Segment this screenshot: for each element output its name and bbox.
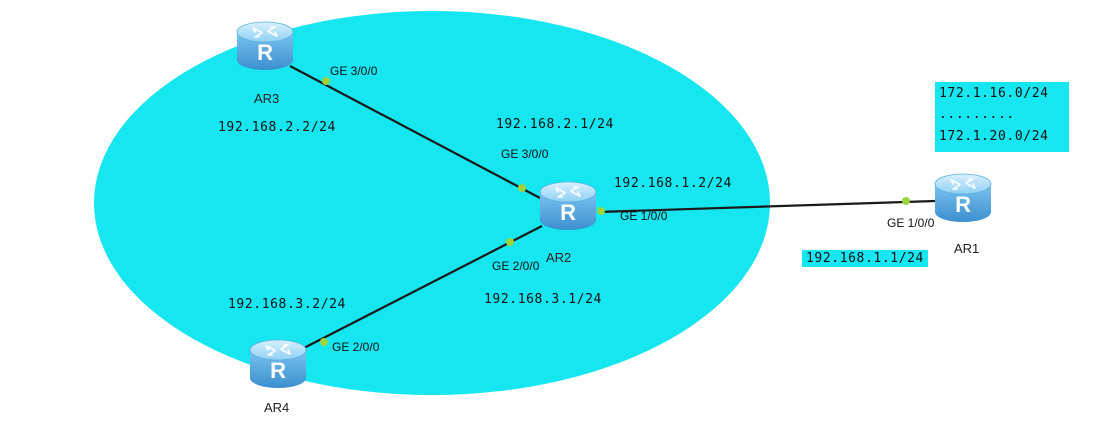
route-first: 172.1.16.0/24: [939, 86, 1049, 101]
port-dot-ar2-ge3: [518, 184, 526, 192]
router-ar1[interactable]: R: [934, 173, 992, 223]
ip-label-ar3: 192.168.2.2/24: [218, 120, 336, 135]
router-icon: R: [257, 40, 273, 65]
router-name-ar3: AR3: [254, 91, 280, 106]
router-ar2[interactable]: R: [539, 181, 597, 231]
router-name-ar4: AR4: [264, 400, 290, 415]
port-label-ar2-ge2: GE 2/0/0: [492, 259, 540, 273]
ip-label-ar2-to-ar1: 192.168.1.2/24: [614, 176, 732, 191]
port-dot-ar2-ge2: [506, 238, 514, 246]
link-ar3-ar2[interactable]: [289, 65, 541, 199]
router-icon: R: [270, 358, 286, 383]
router-ar3[interactable]: R: [236, 21, 294, 71]
routing-area-ellipse: [94, 11, 770, 395]
router-icon: R: [955, 192, 971, 217]
port-dot-ar4-ge2: [320, 338, 328, 346]
ip-label-ar2-to-ar3: 192.168.2.1/24: [496, 117, 614, 132]
router-name-ar1: AR1: [954, 241, 980, 256]
port-label-ar3-ge3: GE 3/0/0: [330, 64, 378, 78]
route-ellipsis: .........: [939, 107, 1015, 122]
ip-label-ar2-to-ar4: 192.168.3.1/24: [484, 292, 602, 307]
port-label-ar4-ge2: GE 2/0/0: [332, 340, 380, 354]
port-label-ar1-ge1: GE 1/0/0: [887, 216, 935, 230]
ip-label-ar4: 192.168.3.2/24: [228, 297, 346, 312]
link-ar2-ar1[interactable]: [597, 199, 936, 214]
port-dot-ar3-ge3: [322, 77, 330, 85]
router-ar4[interactable]: R: [249, 339, 307, 389]
port-label-ar2-ge3: GE 3/0/0: [501, 147, 549, 161]
router-icon: R: [560, 200, 576, 225]
link-ar4-ar2[interactable]: [299, 225, 543, 351]
port-dot-ar2-ge1: [597, 207, 605, 215]
port-dot-ar1-ge1: [902, 197, 910, 205]
port-label-ar2-ge1: GE 1/0/0: [620, 209, 668, 223]
router-name-ar2: AR2: [546, 250, 572, 265]
ar1-routes-box: 172.1.16.0/24 ......... 172.1.20.0/24: [935, 82, 1069, 152]
route-last: 172.1.20.0/24: [939, 129, 1049, 144]
ip-label-ar1: 192.168.1.1/24: [802, 250, 928, 267]
